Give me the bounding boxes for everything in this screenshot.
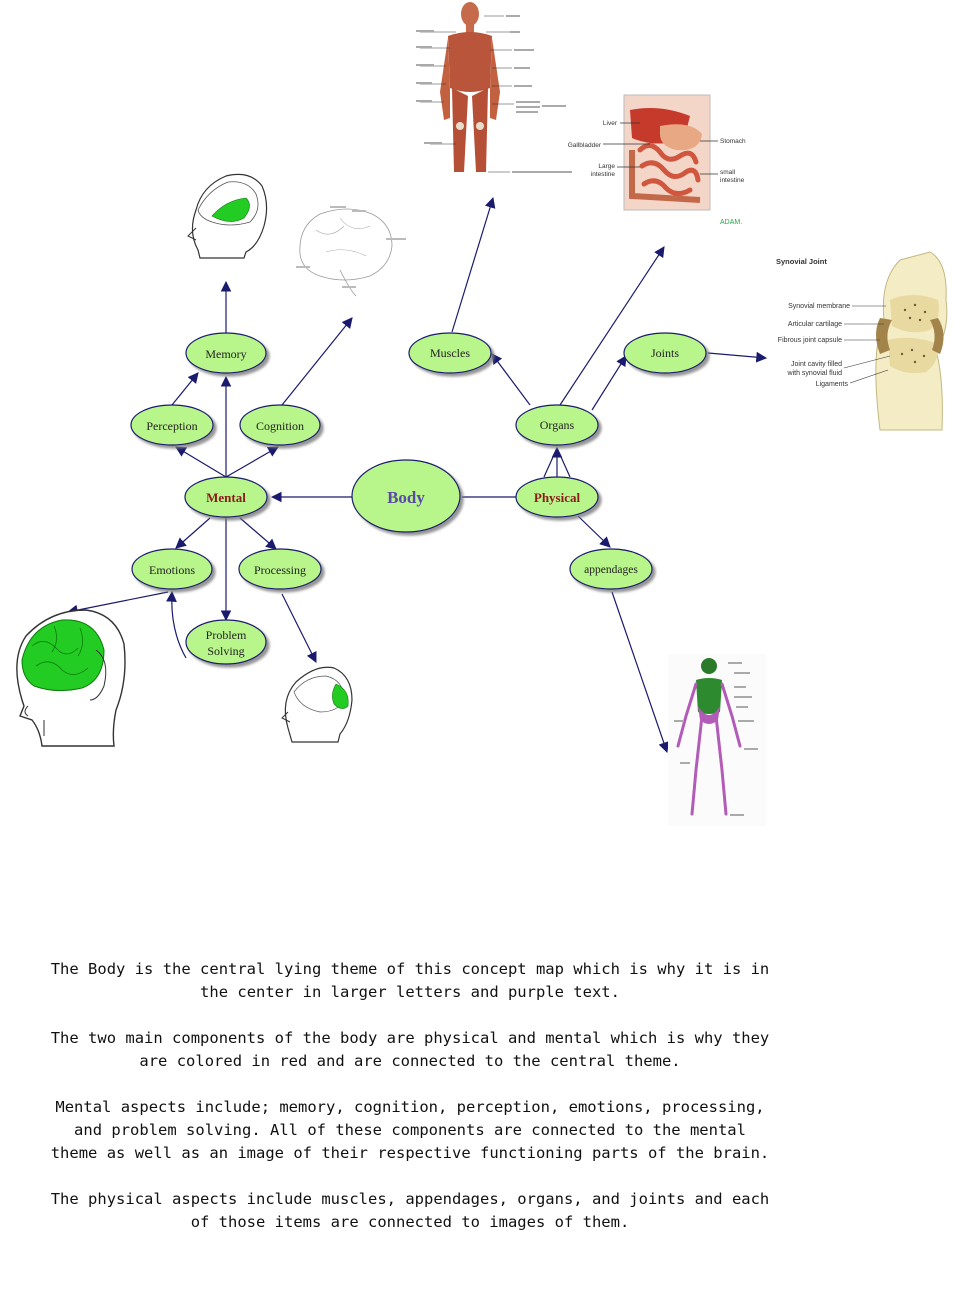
organs-label-brand: ADAM.	[720, 219, 742, 226]
organs-label-liver: Liver	[603, 120, 618, 127]
edge-perception-memory	[171, 372, 199, 406]
edge-physical-organs-c	[556, 447, 571, 478]
node-perception[interactable]: Perception	[130, 404, 214, 446]
node-emotions[interactable]: Emotions	[131, 548, 213, 590]
organs-label-large: Large	[598, 163, 615, 170]
edge-mental-emotions	[175, 517, 211, 549]
edge-problem-emotions	[166, 590, 187, 659]
edge-physical-appendages	[577, 515, 611, 548]
description-paragraph-2: The two main components of the body are …	[50, 1029, 770, 1070]
joint-label-cartilage: Articular cartilage	[788, 321, 842, 328]
edge-cognition-image	[281, 317, 353, 406]
joint-label-title: Synovial Joint	[776, 257, 827, 266]
node-physical-label: Physical	[534, 490, 581, 505]
node-problem-solving[interactable]: Problem Solving	[185, 619, 267, 665]
emotions-brain-image	[16, 609, 126, 747]
node-muscles[interactable]: Muscles	[408, 332, 492, 374]
edge-organs-muscles	[491, 353, 531, 406]
node-emotions-label: Emotions	[149, 563, 195, 577]
memory-brain-image	[187, 173, 268, 259]
edge-physical-organs-b	[543, 447, 558, 478]
node-joints[interactable]: Joints	[623, 332, 707, 374]
edge-emotions-image	[66, 591, 169, 616]
joint-label-ligaments: Ligaments	[816, 381, 849, 388]
node-body-label: Body	[387, 488, 425, 507]
description-paragraph-1: The Body is the central lying theme of t…	[50, 960, 770, 1001]
organs-label-gallbladder: Gallbladder	[568, 142, 602, 149]
edge-muscles-image	[451, 196, 496, 333]
node-problem-label-2: Solving	[207, 644, 244, 658]
skeleton-image	[668, 654, 766, 826]
node-cognition-label: Cognition	[256, 419, 304, 433]
description-paragraph-4: The physical aspects include muscles, ap…	[50, 1190, 770, 1231]
edge-mental-cognition	[225, 446, 279, 478]
joint-label-cavity-2: with synovial fluid	[787, 370, 843, 377]
node-problem-label-1: Problem	[206, 628, 247, 642]
node-mental-label: Mental	[206, 490, 246, 505]
edges	[66, 196, 768, 754]
node-mental[interactable]: Mental	[184, 476, 268, 518]
node-body[interactable]: Body	[351, 459, 461, 533]
edge-organs-image	[559, 246, 665, 406]
joint-label-capsule: Fibrous joint capsule	[778, 337, 842, 344]
edge-mental-processing	[239, 517, 277, 550]
node-memory-label: Memory	[205, 347, 246, 361]
organs-image: Liver Gallbladder Large intestine Stomac…	[568, 94, 746, 226]
joint-label-membrane: Synovial membrane	[788, 303, 850, 310]
node-perception-label: Perception	[146, 419, 197, 433]
node-organs-label: Organs	[540, 418, 575, 432]
node-cognition[interactable]: Cognition	[239, 404, 321, 446]
description-paragraph-3: Mental aspects include; memory, cognitio…	[50, 1098, 770, 1162]
joint-label-cavity-1: Joint cavity filled	[791, 361, 842, 368]
organs-label-intestine2: intestine	[720, 177, 745, 184]
node-memory[interactable]: Memory	[185, 332, 267, 374]
edge-organs-joints	[591, 355, 627, 411]
node-joints-label: Joints	[651, 346, 679, 360]
concept-map: Body Mental Physical Memory Perception C…	[16, 2, 948, 826]
node-processing-label: Processing	[254, 563, 306, 577]
cognition-brain-image	[296, 206, 406, 297]
edge-appendages-image	[611, 591, 669, 754]
processing-brain-image	[281, 666, 353, 743]
organs-label-intestine: intestine	[591, 171, 616, 178]
muscles-figure-image	[416, 2, 572, 173]
node-appendages[interactable]: appendages	[569, 548, 653, 590]
synovial-joint-image: Synovial Joint Synovial membrane Articul…	[776, 251, 948, 431]
node-processing[interactable]: Processing	[238, 548, 322, 590]
node-physical[interactable]: Physical	[515, 476, 599, 518]
edge-joints-image	[707, 351, 768, 363]
organs-label-small: small	[720, 169, 736, 176]
organs-label-stomach: Stomach	[720, 138, 746, 145]
node-appendages-label: appendages	[584, 564, 638, 576]
edge-mental-perception	[175, 446, 227, 478]
edge-processing-image	[281, 593, 317, 663]
node-muscles-label: Muscles	[430, 346, 470, 360]
node-organs[interactable]: Organs	[515, 404, 599, 446]
